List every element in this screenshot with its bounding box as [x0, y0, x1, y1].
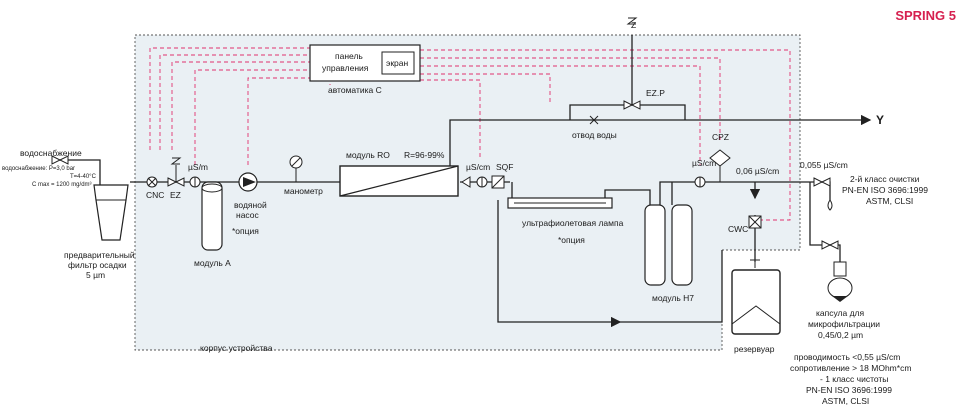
conductivity-sensor-icon: [189, 176, 201, 188]
check-valve-icon: [461, 176, 471, 188]
manometer-icon: [289, 155, 303, 182]
cnc-valve-icon: [146, 176, 158, 188]
prefilter-label-1: предварительный: [64, 250, 135, 260]
outlet-valve-icon: [813, 177, 833, 211]
ro-module-icon: [339, 165, 459, 197]
class2-label-1: 2-й класс очистки: [850, 174, 920, 184]
uv-label-2: *опция: [558, 235, 585, 245]
cond-label-5: ASTM, CLSI: [822, 396, 869, 406]
supply-spec-conc: C max = 1200 mg/dm³: [32, 182, 92, 188]
cpz-filter-icon: [709, 149, 731, 182]
supply-spec-temp: T=4-40°C: [70, 174, 97, 180]
prefilter-icon: [93, 184, 129, 241]
cond-label-3: - 1 класс чистоты: [820, 374, 888, 384]
cwc-label: CWC: [728, 224, 748, 234]
prefilter-label-3: 5 µm: [86, 270, 105, 280]
capsule-label-3: 0,45/0,2 µm: [818, 330, 863, 340]
pump-label-2: насос: [236, 210, 259, 220]
cnc-label: CNC: [146, 190, 164, 200]
housing-label: корпус устройства: [200, 343, 273, 353]
supply-spec-pressure: водоснабжение: P=3,0 bar: [2, 166, 75, 172]
module-a-label: модуль А: [194, 258, 231, 268]
conductivity-sensor-3-icon: [694, 176, 706, 188]
cond-label-4: PN-EN ISO 3696:1999: [806, 385, 892, 395]
conductivity-sensor-2-icon: [476, 176, 488, 188]
ro-module-label: модуль RO: [346, 150, 390, 160]
capsule-icon: [821, 240, 853, 302]
us-006-label: 0,06 µS/cm: [736, 166, 779, 176]
automation-label: автоматика С: [328, 85, 382, 95]
module-a-icon: [201, 181, 223, 251]
pump-label-1: водяной: [234, 200, 267, 210]
module-h7-label: модуль H7: [652, 293, 694, 303]
drain-label: отвод воды: [572, 130, 617, 140]
reservoir-label: резервуар: [734, 344, 775, 354]
cond-label-1: проводимость <0,55 µS/cm: [794, 352, 900, 362]
sqf-label: SQF: [496, 162, 513, 172]
ezp-label: EZ.P: [646, 88, 665, 98]
control-panel-icon: [309, 44, 421, 82]
uv-label-1: ультрафиолетовая лампа: [522, 218, 624, 228]
panel-label-1: панель: [335, 51, 363, 61]
drain-valve-icon: [589, 115, 599, 125]
y-mark-label: Y: [876, 113, 884, 127]
cwc-valve-icon: [748, 215, 762, 229]
sensor-1-label: µS/m: [188, 162, 208, 172]
pump-label-3: *опция: [232, 226, 259, 236]
ez-label: EZ: [170, 190, 181, 200]
z-mark-label: Z: [631, 20, 636, 30]
sensor-2-label: µS/cm: [466, 162, 490, 172]
uv-lamp-icon: [507, 197, 613, 209]
ez-valve-icon: [167, 157, 185, 187]
reservoir-icon: [731, 258, 781, 335]
manometer-label: манометр: [284, 186, 323, 196]
sqf-filter-icon: [491, 175, 505, 189]
cond-label-2: сопротивление > 18 MOhm*cm: [790, 363, 911, 373]
module-h7-icon: [644, 204, 693, 286]
screen-label: экран: [386, 58, 409, 68]
class2-label-3: ASTM, CLSI: [866, 196, 913, 206]
water-supply-label: водоснабжение: [20, 148, 82, 158]
ro-rate-label: R=96-99%: [404, 150, 445, 160]
cpz-label: CPZ: [712, 132, 729, 142]
pump-icon: [238, 172, 258, 192]
class2-label-2: PN-EN ISO 3696:1999: [842, 185, 928, 195]
capsule-label-2: микрофильтрации: [808, 319, 880, 329]
signal-lines: [149, 47, 791, 221]
us-0055-label: 0,055 µS/cm: [800, 160, 848, 170]
panel-label-2: управления: [322, 63, 369, 73]
prefilter-label-2: фильтр осадки: [68, 260, 127, 270]
capsule-label-1: капсула для: [816, 308, 865, 318]
page-title: SPRING 5: [895, 8, 956, 23]
ezp-valve-icon: [623, 17, 641, 110]
sensor-3-label: µS/cm: [692, 158, 716, 168]
supply-valve-icon: [51, 155, 69, 165]
